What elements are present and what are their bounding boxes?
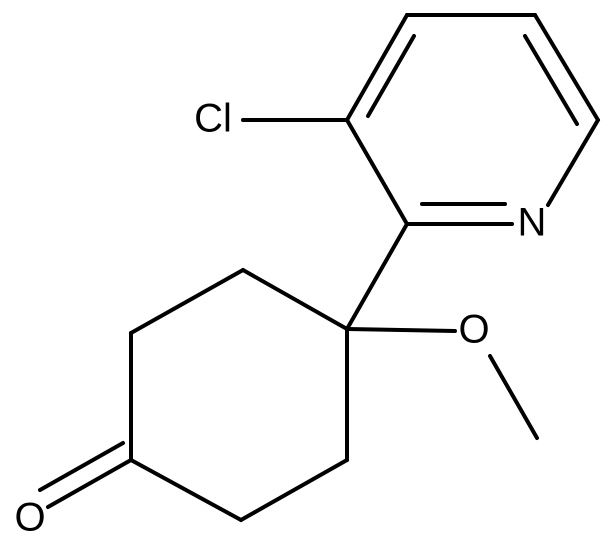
bond-c5-c6 bbox=[533, 13, 600, 122]
pyridine-ring bbox=[345, 13, 600, 226]
cyclohexanone-ring bbox=[129, 268, 349, 522]
bond-c3-c4 bbox=[345, 13, 409, 122]
bond-cq-ca bbox=[241, 268, 349, 331]
atom-label-cl: Cl bbox=[194, 97, 232, 141]
bond-cq-o bbox=[345, 327, 457, 333]
bond-c2-cq bbox=[345, 222, 409, 331]
atom-label-o-methoxy: O bbox=[458, 308, 489, 352]
bond-o-methyl bbox=[488, 354, 539, 440]
bond-carbonyl-a bbox=[46, 458, 133, 509]
bond-carbonyl-b bbox=[38, 441, 125, 492]
bond-c5-c6-inner bbox=[523, 34, 579, 126]
bond-c6-n bbox=[546, 118, 600, 207]
bond-c2-c3 bbox=[345, 118, 409, 226]
bond-cc-cd bbox=[239, 458, 349, 522]
atom-label-n: N bbox=[518, 201, 547, 245]
bond-c3-c4-inner bbox=[366, 34, 416, 118]
atom-label-o-carbonyl: O bbox=[14, 496, 45, 540]
bond-ck-cc bbox=[129, 458, 243, 522]
bond-ca-cb bbox=[129, 268, 245, 335]
